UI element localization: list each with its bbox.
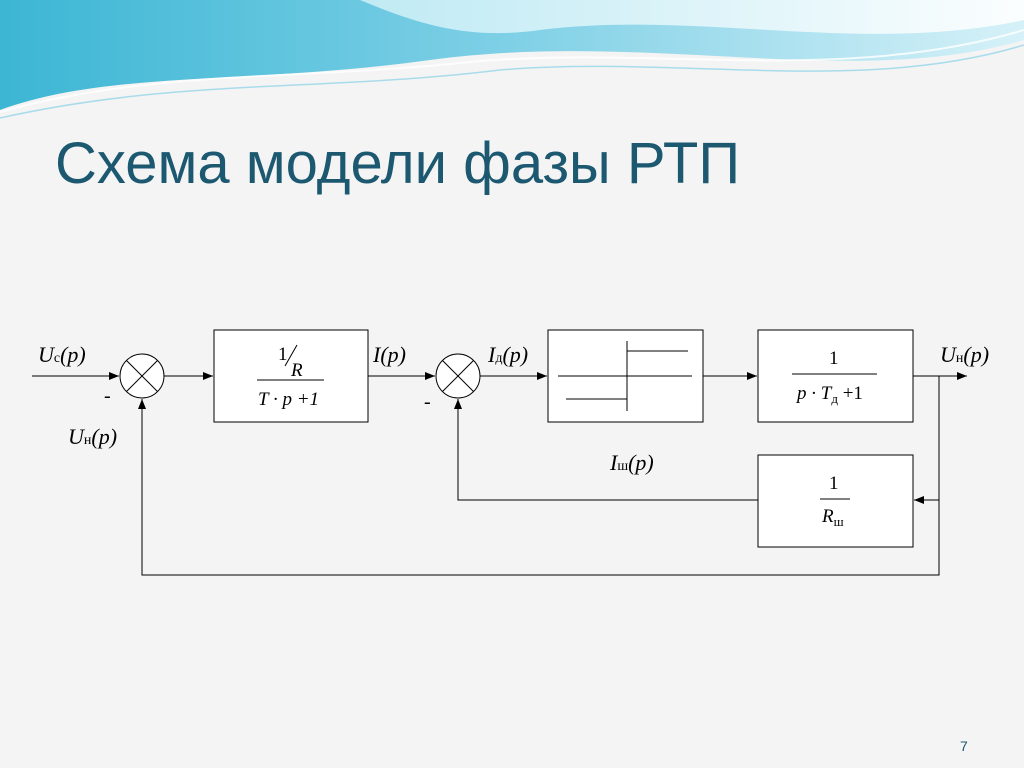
inner-feedback-return (454, 399, 758, 501)
block-3 (757, 329, 914, 423)
summing-junction-2 (435, 353, 481, 399)
label-ish: Iш(p) (609, 450, 654, 475)
inner-feedback-down (914, 376, 940, 504)
block-1 (213, 329, 369, 423)
block3-denominator: p · Tд +1 (795, 383, 863, 406)
label-un-output: Uн(p) (940, 342, 989, 367)
block3-numerator: 1 (829, 348, 839, 369)
summing-junction-1 (119, 353, 165, 399)
block-4 (757, 454, 914, 548)
label-i: I(p) (372, 342, 406, 367)
block1-num-r: R (290, 360, 303, 381)
block1-denominator: T · p +1 (258, 389, 319, 410)
block4-denominator: Rш (821, 506, 844, 529)
label-uc: Uс(p) (38, 342, 86, 367)
minus-sign-2: - (424, 391, 431, 413)
block1-num-one: 1 (278, 344, 288, 365)
relay-characteristic (558, 341, 692, 411)
label-id: Iд(p) (487, 342, 528, 367)
block1-slash (284, 344, 298, 367)
outer-feedback (138, 376, 940, 576)
page-number: 7 (960, 738, 968, 754)
decorative-wave-header (0, 0, 1024, 119)
slide-title: Схема модели фазы РТП (55, 131, 741, 196)
block4-numerator: 1 (829, 473, 839, 494)
minus-sign-1: - (104, 385, 111, 407)
label-un-feedback: Uн(p) (68, 424, 117, 449)
